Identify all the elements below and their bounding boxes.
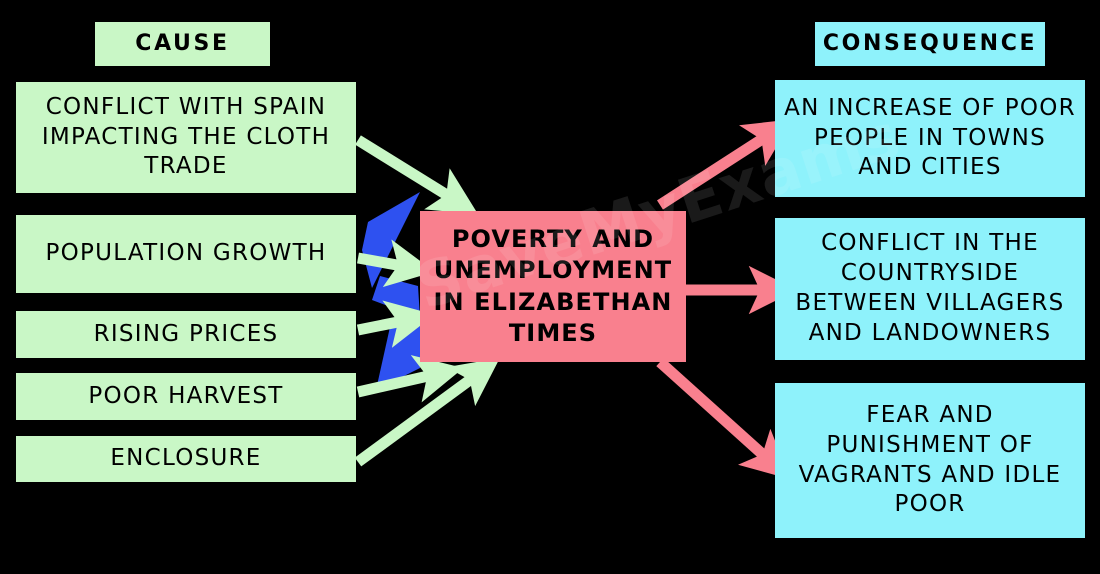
cause-arrow-2: [356, 300, 435, 348]
consequence-column-header: CONSEQUENCE: [815, 22, 1045, 66]
cause-box-rising-prices: RISING PRICES: [16, 311, 356, 358]
consequence-box-conflict-countryside: CONFLICT IN THE COUNTRYSIDE BETWEEN VILL…: [775, 218, 1085, 360]
consequence-arrow-0: [657, 119, 793, 210]
cause-box-population-growth: POPULATION GROWTH: [16, 215, 356, 293]
cause-box-conflict-with-spain: CONFLICT WITH SPAIN IMPACTING THE CLOTH …: [16, 82, 356, 193]
central-topic-box: POVERTY AND UNEMPLOYMENT IN ELIZABETHAN …: [420, 211, 686, 362]
cause-arrow-3: [356, 355, 464, 403]
cause-column-header: CAUSE: [95, 22, 270, 66]
cause-arrow-4: [354, 357, 500, 467]
cause-box-enclosure: ENCLOSURE: [16, 436, 356, 482]
consequence-box-increase-of-poor-people: AN INCREASE OF POOR PEOPLE IN TOWNS AND …: [775, 80, 1085, 197]
consequence-arrow-2: [656, 357, 791, 480]
cause-arrow-1: [357, 239, 435, 288]
consequence-box-fear-punishment-vagrants: FEAR AND PUNISHMENT OF VAGRANTS AND IDLE…: [775, 383, 1085, 538]
cause-arrow-0: [355, 135, 479, 215]
cause-box-poor-harvest: POOR HARVEST: [16, 373, 356, 420]
